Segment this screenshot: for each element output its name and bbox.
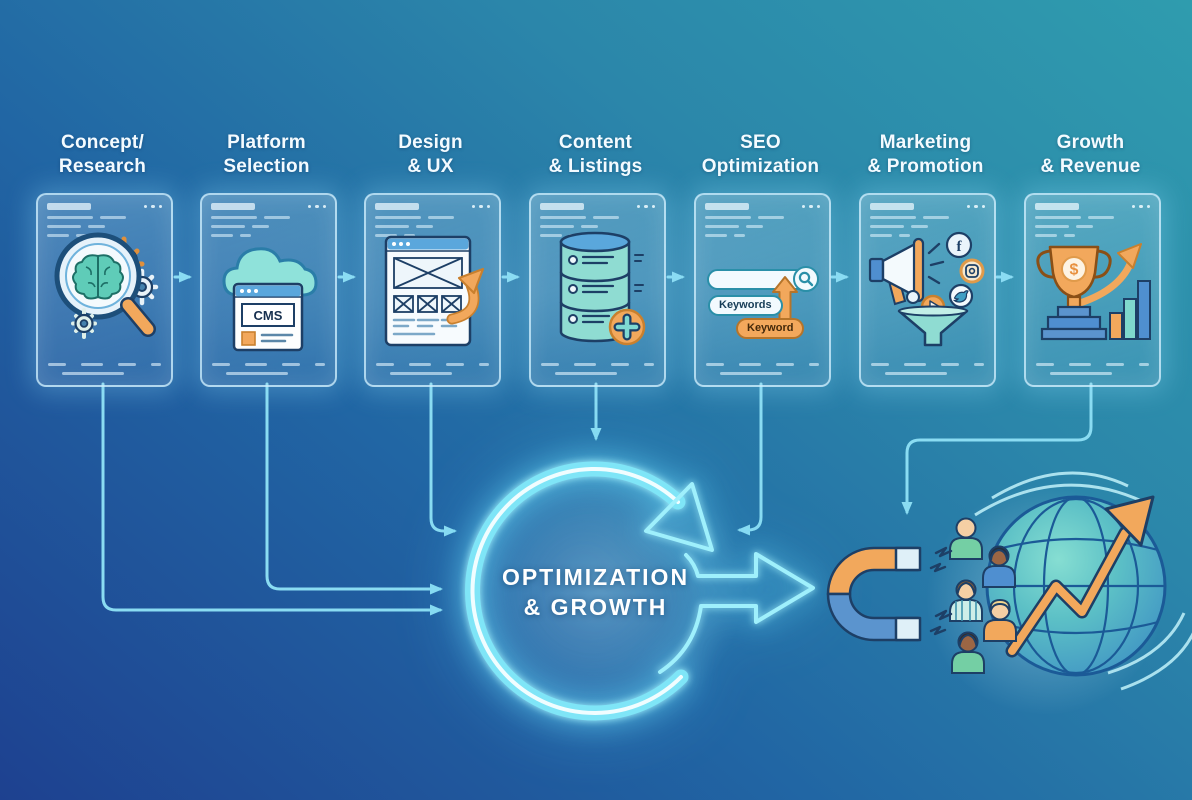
window-dots-icon: [801, 204, 820, 209]
megaphone-icon: [868, 237, 945, 306]
card-footer-lines: [1036, 363, 1149, 375]
bubble-dot: [906, 290, 920, 304]
cms-label: CMS: [254, 308, 283, 323]
search-button: [793, 266, 819, 292]
step-title-marketing: Marketing& Promotion: [867, 132, 984, 177]
twitter-icon: [948, 283, 974, 309]
step-card-growth-revenue: $: [1024, 193, 1161, 387]
add-badge-icon: [608, 308, 646, 346]
card-footer-lines: [212, 363, 325, 375]
dollar-sign: $: [1070, 262, 1079, 279]
card-footer-lines: [376, 363, 489, 375]
step-title-content: Content& Listings: [548, 132, 643, 177]
facebook-icon: f: [945, 231, 973, 259]
card-footer-lines: [871, 363, 984, 375]
step-title-concept: Concept/Research: [58, 132, 147, 177]
window-dots-icon: [636, 204, 655, 209]
loop-arrowhead-icon: [644, 482, 714, 552]
globe-gridlines: [987, 497, 1165, 675]
step-card-content-listings: [529, 193, 666, 387]
cms-browser-window: CMS: [232, 282, 304, 352]
gear-small-icon: [71, 308, 97, 339]
step-title-growth: Growth& Revenue: [1040, 132, 1141, 177]
database-add-icon: [559, 231, 646, 346]
avatar-person-1: [949, 517, 983, 560]
search-icon: [798, 271, 814, 287]
step-title-design: Design& UX: [398, 132, 463, 177]
step-card-concept-research: [36, 193, 173, 387]
window-dots-icon: [307, 204, 326, 209]
avatar-person-4: [983, 598, 1017, 642]
growth-zigzag-arrow-icon: [1005, 495, 1155, 658]
center-badge: OPTIMIZATION & GROWTH: [489, 562, 702, 622]
window-dots-icon: [966, 204, 985, 209]
magnifier-brain-gears-icon: [54, 232, 159, 339]
cloud-cms-browser-icon: CMS: [222, 247, 318, 352]
card-footer-lines: [706, 363, 819, 375]
bar-chart-bars: [1109, 280, 1151, 340]
connector-concept-to-loop: [101, 382, 443, 616]
card-chrome: [540, 203, 655, 237]
step-card-design-ux: [364, 193, 501, 387]
avatar-person-2: [982, 545, 1016, 588]
window-dots-icon: [143, 204, 162, 209]
card-chrome: [47, 203, 162, 237]
connector-design-to-loop: [429, 382, 457, 537]
window-dots-icon: [1131, 204, 1150, 209]
card-chrome: [211, 203, 326, 237]
center-badge-line2: & GROWTH: [523, 594, 668, 620]
avatar-person-3: [949, 579, 983, 622]
magnet-spark-marks: [929, 546, 953, 636]
card-chrome: [705, 203, 820, 237]
audience-avatars: [949, 517, 1017, 674]
center-badge-line1: OPTIMIZATION: [501, 564, 690, 590]
megaphone-social-funnel-icon: f: [868, 231, 985, 347]
magnet-audience-globe-illustration: [826, 471, 1192, 691]
trophy-bar-chart-icon: $: [1036, 243, 1151, 341]
avatar-person-5: [951, 631, 985, 674]
svg-text:f: f: [957, 239, 963, 255]
connector-platform-to-loop: [265, 382, 443, 595]
globe-icon: [985, 495, 1167, 677]
step-card-marketing-promotion: f: [859, 193, 996, 387]
brain-icon: [72, 254, 124, 300]
magnet-icon: [826, 546, 922, 642]
card-chrome: [1035, 203, 1150, 237]
connector-seo-to-loop: [737, 382, 763, 536]
card-footer-lines: [48, 363, 161, 375]
step-card-platform-selection: CMS: [200, 193, 337, 387]
funnel-icon: [897, 305, 969, 347]
card-header-chip: [47, 203, 91, 210]
rising-arrow-icon: [1076, 243, 1142, 307]
orange-curved-arrow-icon: [446, 267, 485, 325]
step-card-seo-optimization: Keywords Keyword: [694, 193, 831, 387]
database-row-details: [568, 254, 644, 324]
wireframe-browser-arrow-icon: [384, 235, 485, 347]
wireframe-boxes: [393, 257, 463, 313]
keyword-pill: Keyword: [736, 318, 805, 339]
card-footer-lines: [541, 363, 654, 375]
magnifier-handle: [122, 299, 154, 335]
right-illustration-glow: [880, 440, 1192, 760]
connector-growth-to-magnet: [901, 382, 1093, 515]
card-chrome: [375, 203, 490, 237]
instagram-icon: [959, 258, 985, 284]
keywords-pill: Keywords: [708, 295, 783, 316]
card-chrome: [870, 203, 985, 237]
trophy-icon: $: [1036, 245, 1112, 341]
window-dots-icon: [471, 204, 490, 209]
globe-orbit-arcs: [974, 471, 1192, 691]
